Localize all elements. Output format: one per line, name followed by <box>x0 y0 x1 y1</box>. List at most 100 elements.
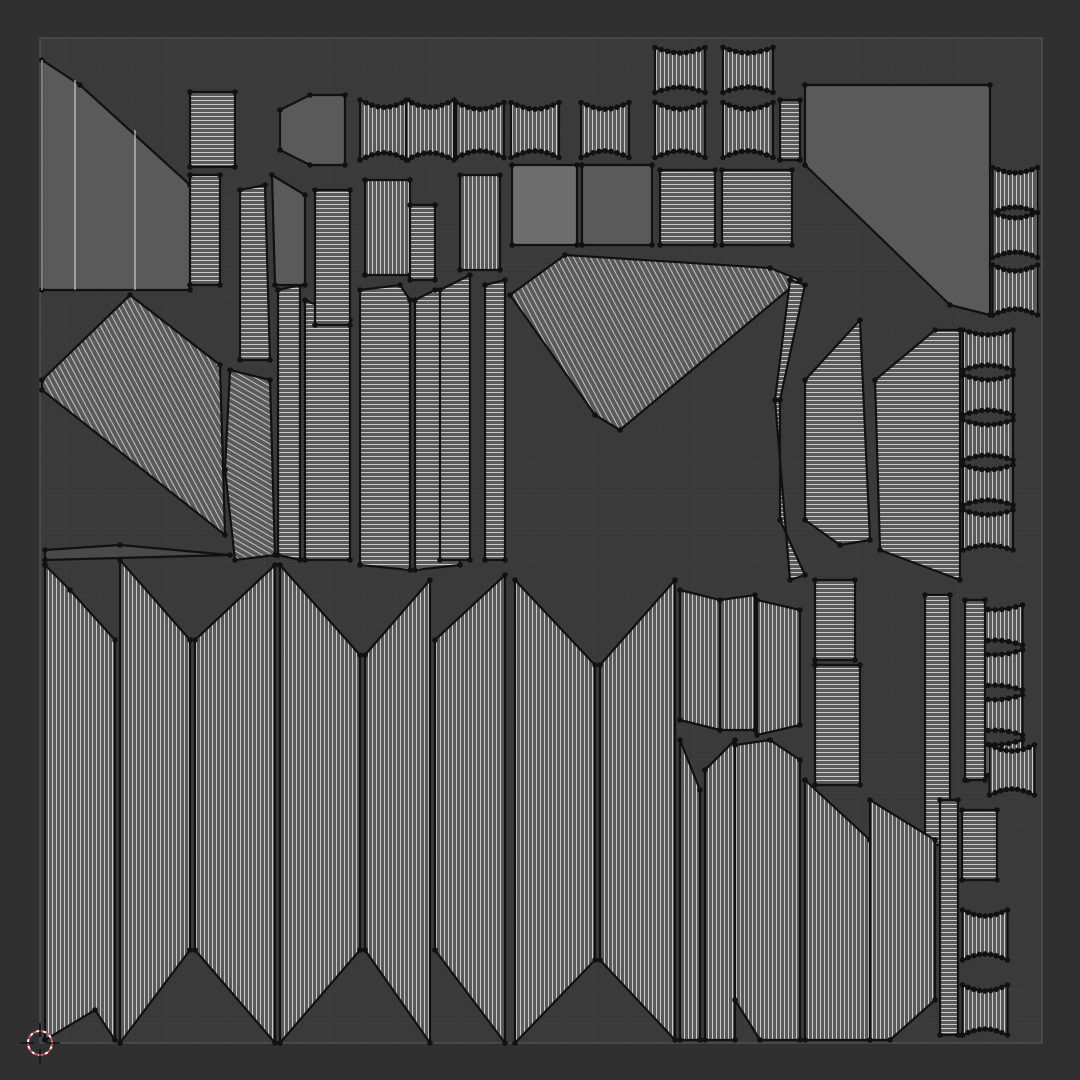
uv-vertex[interactable] <box>763 152 770 158</box>
uv-vertex[interactable] <box>982 951 988 957</box>
uv-vertex[interactable] <box>751 84 758 91</box>
uv-vertex[interactable] <box>726 87 733 94</box>
uv-vertex[interactable] <box>232 164 238 170</box>
uv-vertex[interactable] <box>357 947 363 953</box>
cap-island[interactable] <box>658 168 717 247</box>
uv-vertex[interactable] <box>677 106 683 112</box>
uv-vertex[interactable] <box>1010 547 1016 553</box>
uv-vertex[interactable] <box>1010 372 1016 378</box>
uv-vertex[interactable] <box>407 567 413 573</box>
uv-vertex[interactable] <box>972 330 979 337</box>
uv-vertex[interactable] <box>982 988 988 994</box>
uv-vertex[interactable] <box>966 500 973 506</box>
uv-vertex[interactable] <box>957 577 963 583</box>
uv-vertex[interactable] <box>812 782 818 788</box>
uv-vertex[interactable] <box>991 511 998 518</box>
uv-vertex[interactable] <box>970 986 977 993</box>
panel-island[interactable] <box>510 163 579 247</box>
uv-vertex[interactable] <box>421 150 427 157</box>
uv-vertex[interactable] <box>689 48 696 55</box>
uv-vertex[interactable] <box>412 297 418 303</box>
uv-vertex[interactable] <box>959 1032 966 1038</box>
uv-vertex[interactable] <box>720 154 726 161</box>
uv-vertex[interactable] <box>702 767 708 773</box>
strip-island[interactable] <box>678 738 702 1042</box>
uv-vertex[interactable] <box>754 597 760 603</box>
strip-island[interactable] <box>276 283 302 562</box>
uv-vertex[interactable] <box>991 421 998 428</box>
uv-vertex[interactable] <box>770 89 776 96</box>
uv-vertex[interactable] <box>966 509 973 515</box>
uv-vertex[interactable] <box>677 587 683 593</box>
uv-vertex[interactable] <box>42 1037 48 1043</box>
uv-vertex[interactable] <box>1004 907 1011 913</box>
uv-vertex[interactable] <box>1006 204 1013 211</box>
uv-vertex[interactable] <box>683 84 690 91</box>
uv-vertex[interactable] <box>695 102 702 108</box>
uv-vertex[interactable] <box>39 377 45 383</box>
uv-vertex[interactable] <box>857 782 863 788</box>
uv-vertex[interactable] <box>217 172 223 178</box>
uv-vertex[interactable] <box>966 410 973 416</box>
uv-vertex[interactable] <box>495 152 501 158</box>
uv-vertex[interactable] <box>1012 640 1019 646</box>
uv-vertex[interactable] <box>584 102 590 108</box>
uv-vertex[interactable] <box>608 105 614 112</box>
uv-vertex[interactable] <box>1017 204 1024 211</box>
uv-vertex[interactable] <box>959 807 965 813</box>
uv-vertex[interactable] <box>978 497 985 504</box>
uv-vertex[interactable] <box>597 662 603 668</box>
uv-vertex[interactable] <box>217 282 223 288</box>
uv-vertex[interactable] <box>867 537 873 543</box>
uv-vertex[interactable] <box>614 104 620 110</box>
uv-vertex[interactable] <box>362 177 368 183</box>
uv-vertex[interactable] <box>262 182 268 188</box>
uv-vertex[interactable] <box>397 282 403 288</box>
uv-vertex[interactable] <box>1034 262 1041 268</box>
uv-vertex[interactable] <box>483 105 489 112</box>
uv-vertex[interactable] <box>763 46 770 53</box>
uv-vertex[interactable] <box>42 562 48 568</box>
uv-vertex[interactable] <box>658 46 665 53</box>
uv-vertex[interactable] <box>652 44 658 51</box>
uv-vertex[interactable] <box>932 327 938 333</box>
uv-vertex[interactable] <box>985 407 991 414</box>
uv-vertex[interactable] <box>526 105 532 112</box>
uv-vertex[interactable] <box>407 297 413 303</box>
uv-vertex[interactable] <box>467 557 473 563</box>
uv-vertex[interactable] <box>972 498 979 505</box>
uv-vertex[interactable] <box>1019 732 1026 738</box>
uv-vertex[interactable] <box>867 1037 873 1043</box>
uv-vertex[interactable] <box>482 282 488 288</box>
uv-vertex[interactable] <box>502 557 508 563</box>
uv-vertex[interactable] <box>432 277 438 283</box>
uv-vertex[interactable] <box>797 157 803 163</box>
uv-vertex[interactable] <box>767 265 773 271</box>
uv-vertex[interactable] <box>1010 417 1016 423</box>
uv-vertex[interactable] <box>1017 267 1024 274</box>
uv-vertex[interactable] <box>985 542 991 548</box>
uv-vertex[interactable] <box>1000 168 1007 175</box>
uv-vertex[interactable] <box>277 1040 283 1046</box>
uv-vertex[interactable] <box>579 242 585 248</box>
uv-vertex[interactable] <box>966 329 973 335</box>
uv-vertex[interactable] <box>277 107 283 113</box>
uv-vertex[interactable] <box>702 154 708 161</box>
uv-vertex[interactable] <box>985 452 991 459</box>
uv-vertex[interactable] <box>1003 545 1010 551</box>
uv-vertex[interactable] <box>697 787 703 793</box>
uv-vertex[interactable] <box>1034 312 1041 318</box>
uv-vertex[interactable] <box>42 557 48 563</box>
uv-vertex[interactable] <box>732 997 738 1003</box>
strip-island[interactable] <box>408 203 437 282</box>
uv-vertex[interactable] <box>459 102 465 108</box>
uv-vertex[interactable] <box>745 148 751 154</box>
uv-vertex[interactable] <box>802 572 808 578</box>
uv-vertex[interactable] <box>1023 205 1030 212</box>
uv-vertex[interactable] <box>989 254 996 261</box>
uv-vertex[interactable] <box>1029 309 1035 316</box>
uv-vertex[interactable] <box>852 577 858 583</box>
uv-vertex[interactable] <box>532 148 538 154</box>
uv-vertex[interactable] <box>976 1026 983 1033</box>
uv-vertex[interactable] <box>997 330 1004 337</box>
